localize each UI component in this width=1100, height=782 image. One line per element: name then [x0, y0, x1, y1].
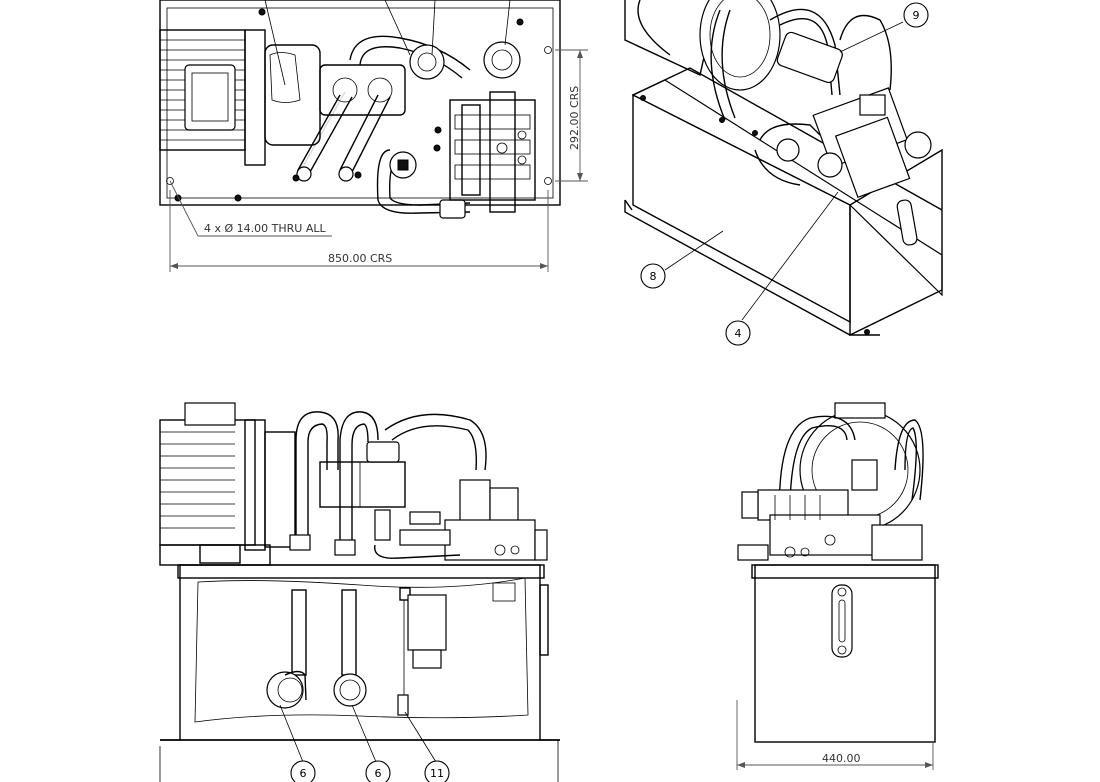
balloon-8-label: 8 — [650, 270, 657, 283]
suction-strainer — [266, 671, 304, 709]
hole-callout: 4 x Ø 14.00 THRU ALL — [204, 222, 326, 235]
pressure-gauge — [409, 44, 445, 80]
tank-section-break — [194, 577, 529, 723]
return-filter — [483, 41, 521, 79]
front-view-manifold — [444, 519, 536, 561]
suction-hose — [297, 94, 353, 173]
top-view — [159, 0, 561, 219]
pressure-hose — [349, 35, 471, 71]
iso-motor — [699, 0, 781, 91]
balloon-6a: 6 — [290, 760, 316, 782]
front-view — [159, 402, 560, 782]
isometric-view — [624, 0, 943, 337]
balloon-6a-label: 6 — [300, 767, 307, 780]
mount-hole — [166, 177, 174, 185]
iso-hose — [710, 9, 726, 121]
balloon-4-label: 4 — [735, 327, 742, 340]
bell-housing — [264, 44, 321, 146]
side-view: 440.00 — [736, 402, 939, 770]
front-view-terminal-box — [184, 402, 236, 426]
front-view-motor — [159, 419, 256, 546]
top-view-dimensions: 292.00 CRS 850.00 CRS 4 x Ø 14.00 THRU A… — [169, 49, 588, 272]
suction-hose — [339, 94, 391, 173]
side-width-dimension: 440.00 — [822, 752, 861, 765]
iso-item-9 — [776, 31, 843, 84]
iso-hose — [769, 8, 841, 96]
mount-hole — [544, 177, 552, 185]
iso-sight-glass — [896, 199, 918, 246]
balloon-6b-label: 6 — [375, 767, 382, 780]
balloon-11-label: 11 — [430, 767, 444, 780]
top-view-pump — [319, 64, 406, 116]
balloon-9-label: 9 — [913, 9, 920, 22]
balloon-11: 11 — [424, 760, 450, 782]
balloon-8: 8 — [640, 263, 666, 289]
length-crs-dimension: 850.00 CRS — [328, 252, 392, 265]
suction-strainer — [333, 673, 367, 707]
top-view-valve-stack — [449, 99, 536, 201]
balloon-6b: 6 — [365, 760, 391, 782]
front-view-pump — [319, 461, 406, 508]
mount-hole — [544, 46, 552, 54]
front-view-tank — [179, 564, 541, 741]
balloon-4: 4 — [725, 320, 751, 346]
side-view-sight-glass — [831, 584, 853, 658]
terminal-box — [184, 64, 236, 131]
return-hose — [376, 149, 471, 214]
width-crs-dimension: 292.00 CRS — [568, 86, 581, 150]
front-view-valve — [459, 479, 491, 526]
front-view-filter — [407, 594, 447, 651]
balloon-9: 9 — [903, 2, 929, 28]
